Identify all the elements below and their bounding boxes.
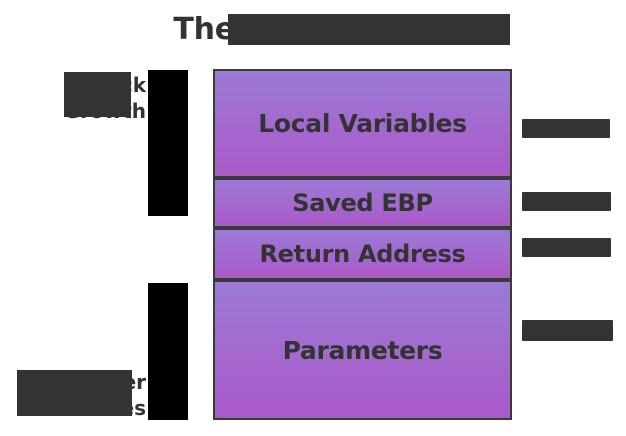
title-redaction-bar — [228, 14, 510, 45]
stack-cell-parameters-label: Parameters — [282, 335, 443, 365]
stack-cell-local-variables: Local Variables — [213, 69, 512, 178]
stack-growth-label-redaction — [64, 72, 131, 117]
stack-cell-local-variables-label: Local Variables — [258, 109, 467, 138]
right-annotation-2-redaction — [522, 192, 611, 211]
stack-cell-parameters: Parameters — [213, 280, 512, 420]
stack-cell-saved-ebp-label: Saved EBP — [292, 189, 433, 217]
right-annotation-3-redaction — [522, 238, 611, 257]
right-annotation-1-redaction — [522, 119, 610, 138]
stack-cell-return-address: Return Address — [213, 228, 512, 280]
right-annotation-4-redaction — [522, 320, 613, 341]
higher-addresses-arrow-redaction — [148, 283, 188, 420]
higher-addresses-label-redaction — [17, 370, 132, 416]
stack-growth-arrow-redaction — [148, 70, 188, 216]
stack-frame-diagram: Local Variables Saved EBP Return Address… — [213, 69, 512, 420]
stack-cell-saved-ebp: Saved EBP — [213, 178, 512, 228]
stack-cell-return-address-label: Return Address — [259, 240, 466, 268]
